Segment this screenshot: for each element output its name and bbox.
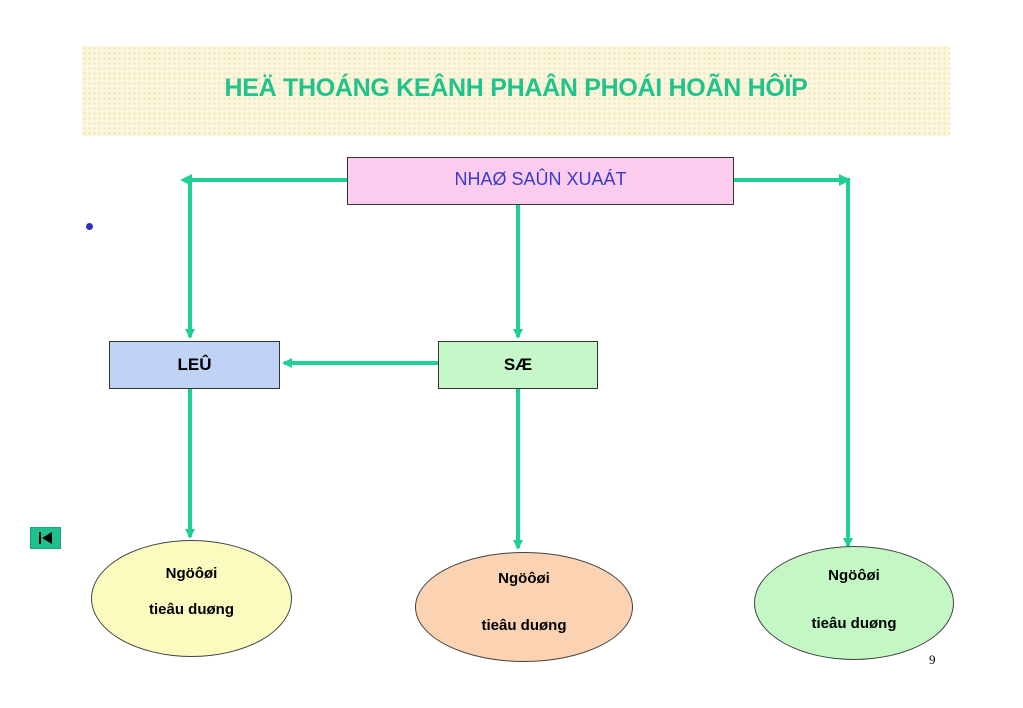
arrowhead-right-top xyxy=(839,174,851,186)
consumer-label-line1: Ngöôøi xyxy=(165,565,218,582)
arrowhead-left-top xyxy=(180,174,192,186)
retailer-label: SÆ xyxy=(503,355,533,374)
consumer-node-2: Ngöôøi tieâu duøng xyxy=(415,552,633,662)
consumer-node-3: Ngöôøi tieâu duøng xyxy=(754,546,954,660)
consumer-label-line2: tieâu duøng xyxy=(481,617,567,634)
consumer-node-1: Ngöôøi tieâu duøng xyxy=(91,540,292,657)
consumer-label-line2: tieâu duøng xyxy=(149,601,234,618)
consumer-label-line2: tieâu duøng xyxy=(811,615,897,632)
consumer-label-line1: Ngöôøi xyxy=(828,567,880,584)
first-slide-button[interactable] xyxy=(30,527,61,549)
page-number: 9 xyxy=(929,652,936,667)
bullet-point xyxy=(86,223,93,230)
consumer-label-line1: Ngöôøi xyxy=(498,570,550,587)
retailer-box: SÆ xyxy=(438,341,598,389)
manufacturer-label: NHAØ SAÛN XUAÁT xyxy=(454,168,627,189)
wholesaler-label: LEÛ xyxy=(177,355,212,374)
title-banner: HEÄ THOÁNG KEÂNH PHAÂN PHOÁI HOÃN HÔÏP xyxy=(82,46,950,136)
slide-title: HEÄ THOÁNG KEÂNH PHAÂN PHOÁI HOÃN HÔÏP xyxy=(224,74,808,102)
arrow-manufacturer-to-consumer-3 xyxy=(734,178,853,548)
wholesaler-box: LEÛ xyxy=(109,341,280,389)
manufacturer-box: NHAØ SAÛN XUAÁT xyxy=(347,157,734,205)
first-slide-icon xyxy=(39,532,52,544)
arrow-manufacturer-to-wholesaler xyxy=(185,178,347,339)
